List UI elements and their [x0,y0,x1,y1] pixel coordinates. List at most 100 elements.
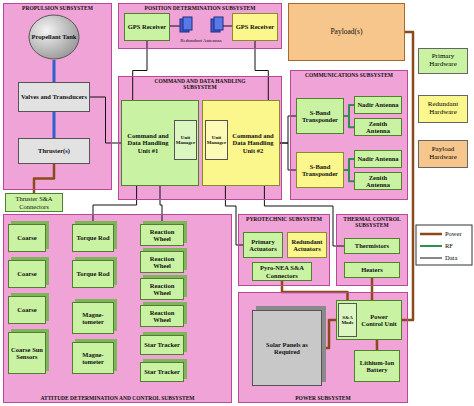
data-connector [93,186,137,224]
box-label: Reaction Wheel [143,228,181,242]
antenna-wire [223,26,232,27]
legend-text: Payload Hardware [419,146,467,161]
box-label: Zenith Antenna [357,120,399,134]
box-label: Reaction Wheel [143,282,181,296]
box-label: Thruster S&A Connectors [8,195,60,209]
box-label: Coarse [17,270,37,277]
box-label: Coarse Sun Sensors [11,346,43,360]
redundant-hardware-box: GPS Receiver [232,13,278,41]
subsystem-panel: PYROTECHNIC SUBSYSTEM Primary Actuators Re… [238,214,330,286]
primary-hardware-box: Zenith Antenna [354,118,402,136]
subsystem-title: ATTITUDE DETERMINATION AND CONTROL SUBSY… [6,395,229,401]
box-label: Command and Data Handling Unit #2 [229,132,277,153]
box-label: Nadir Antenna [357,155,398,162]
legend-swatch: Payload Hardware [418,140,468,168]
subsystem-panel: ATTITUDE DETERMINATION AND CONTROL SUBSY… [3,214,232,403]
data-connector [160,186,162,224]
box-label: Reaction Wheel [143,255,181,269]
antenna-wire [170,26,180,27]
primary-hardware-box: GPS Receiver [124,13,170,41]
primary-hardware-box: Power Control Unit S&A Mode [336,300,402,340]
box-label: Solar Panels as Required [255,341,319,355]
subsystem-title: POSITION DETERMINATION SUBSYSTEM [121,5,279,11]
box-label: Coarse [17,306,37,313]
redundant-hardware-box: S-Band Transponder [296,152,344,188]
legend-frame [416,225,472,265]
sensor-actuator-box: Reaction Wheel [140,224,184,246]
unit-manager-box: Unit Manager [174,120,197,160]
box-label: Torque Rod [76,270,109,277]
primary-hardware-box: Zenith Antenna [354,172,402,190]
legend-line-sample [419,229,443,239]
rf-connector [344,170,354,181]
rf-connector [344,116,354,127]
box-label: S-Band Transponder [299,109,341,123]
box-label: Valves and Transducers [21,93,87,100]
hardware-box: Valves and Transducers [18,82,90,112]
subsystem-title: COMMUNICATIONS SUBSYSTEM [293,72,405,78]
sensor-actuator-box: Magne- tometer [72,342,114,374]
data-connector [90,97,121,143]
subsystem-ground [238,292,408,403]
box-label: Star Tracker [144,368,180,375]
antenna-symbol [183,17,192,30]
legend-row: Power [419,229,471,239]
hardware-box: Thruster(s) [18,138,90,164]
box-label: GPS Receiver [236,23,274,30]
primary-hardware-box: Thruster S&A Connectors [5,193,63,212]
rf-connector [344,105,354,116]
subsystem-ground [336,214,408,286]
data-connector [280,143,296,170]
redundant-hardware-box: Command and Data Handling Unit #2Unit Ma… [202,100,280,186]
box-label: Lithium-Ion Battery [357,359,397,373]
subsystem-ground [3,214,232,403]
data-connector [225,186,243,245]
box-label: Power Control Unit [359,313,399,327]
primary-hardware-box: Lithium-Ion Battery [354,350,400,382]
legend-text: Power [419,229,471,239]
subsystem-panel: POWER SUBSYSTEMSolar Panels as RequiredP… [238,292,408,403]
sensor-actuator-box: Coarse [8,260,46,288]
subsystem-title: THERMAL CONTROL SUBSYSTEM [339,216,405,229]
subsystem-panel: PROPULSION SUBSYSTEM Propellant TankValve… [3,3,112,190]
box-label: Primary Actuators [246,238,280,252]
box-label: Command and Data Handling Unit #1 [124,132,172,153]
antenna-symbol [214,17,223,30]
box-label: Unit Manager [207,135,226,146]
subsystem-title: PROPULSION SUBSYSTEM [6,5,109,11]
box-label: Payload(s) [330,28,362,36]
sensor-actuator-box: Magne- tometer [72,302,114,334]
primary-hardware-box: Command and Data Handling Unit #1Unit Ma… [121,100,199,186]
antenna-caption: Redundant Antennas [168,38,234,44]
box-label: Zenith Antenna [357,174,399,188]
box-label: Pyro-NEA S&A Connectors [255,264,309,278]
legend-line-sample [419,241,443,251]
subsystem-ground [238,214,330,286]
sensor-actuator-box: Reaction Wheel [140,278,184,300]
box-label: Nadir Antenna [357,101,398,108]
box-label: Magne- tometer [75,311,111,325]
sensor-actuator-box: Coarse Sun Sensors [8,332,46,374]
redundant-hardware-box: Redundant Actuators [287,232,327,258]
box-label: Star Tracker [144,341,180,348]
box-label: Redundant Actuators [290,238,324,252]
data-connector [255,41,268,100]
subsystem-title: PYROTECHNIC SUBSYSTEM [241,216,327,222]
power-connector [376,340,379,350]
sensor-actuator-box: Reaction Wheel [140,251,184,273]
primary-hardware-box: Primary Actuators [243,232,283,258]
legend-text: RF [419,241,471,251]
box-label: Propellant Tank [32,33,77,40]
primary-hardware-box: Heaters [344,262,400,278]
box-label: S&A Mode [341,315,354,326]
box-label: Magne- tometer [75,351,111,365]
primary-hardware-box: Nadir Antenna [354,150,402,168]
solar-panel-box: Solar Panels as Required [252,310,322,386]
data-connector [280,116,296,143]
unit-manager-box: Unit Manager [205,120,228,160]
box-label: S-Band Transponder [299,163,341,177]
subsystem-ground [118,3,282,49]
rf-connector [344,159,354,170]
subsystem-title: COMMAND AND DATA HANDLING SUBSYSTEM [150,78,250,91]
subsystem-panel: THERMAL CONTROL SUBSYSTEMThermistorsHeat… [336,214,408,286]
